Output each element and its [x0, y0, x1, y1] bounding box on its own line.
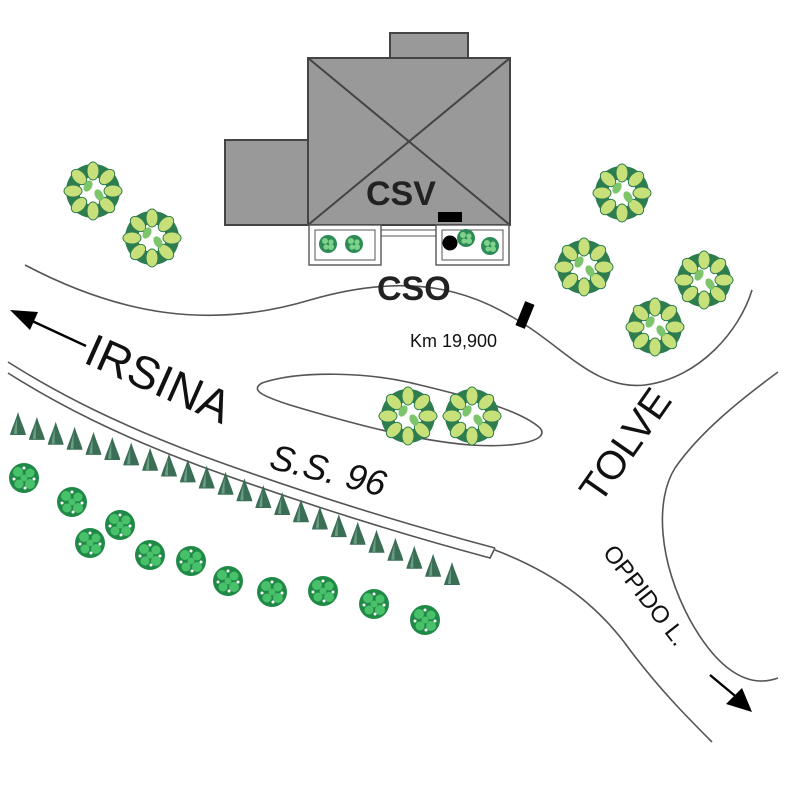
conifer-icon: [85, 431, 102, 455]
road-south-edge: [494, 549, 713, 743]
arrow-icon: [10, 310, 87, 348]
conifer-icon: [236, 478, 253, 502]
deciduous-tree-icon: [122, 208, 182, 268]
conifer-icon: [425, 553, 442, 577]
conifer-icon: [349, 521, 366, 545]
deciduous-tree-icon: [442, 386, 502, 446]
small-tree-icon: [457, 229, 475, 247]
station-bar-icon: [438, 212, 462, 222]
deciduous-tree-icon: [554, 237, 614, 297]
label-road-name: S.S. 96: [266, 436, 391, 505]
label-km: Km 19,900: [410, 331, 497, 351]
road-north-edge: [24, 264, 753, 387]
traffic-island: [256, 373, 543, 447]
arrow-icon: [709, 674, 752, 712]
label-tolve: TOLVE: [571, 381, 680, 511]
guardrail-inner: [7, 372, 496, 559]
small-tree-icon: [105, 510, 135, 540]
conifer-icon: [387, 537, 404, 561]
small-tree-icon: [75, 528, 105, 558]
small-tree-icon: [213, 566, 243, 596]
conifer-icon: [255, 485, 272, 508]
small-tree-icon: [176, 546, 206, 576]
deciduous-tree-icon: [674, 250, 734, 310]
small-tree-icon: [57, 487, 87, 517]
conifer-icon: [330, 514, 347, 538]
small-tree-icon: [9, 463, 39, 493]
small-tree-icon: [345, 235, 363, 253]
building-complex: [224, 32, 511, 226]
conifer-icon: [274, 492, 291, 515]
small-tree-icon: [135, 540, 165, 570]
conifer-icon: [47, 421, 64, 445]
conifer-icon: [142, 447, 159, 471]
conifer-icon: [28, 416, 45, 440]
label-csv: CSV: [366, 175, 436, 213]
conifer-icon: [66, 426, 83, 450]
small-tree-icon: [359, 589, 389, 619]
deciduous-tree-icon: [592, 163, 652, 223]
km-marker-icon: [515, 301, 535, 329]
small-tree-icon: [308, 576, 338, 606]
station-dot-icon: [442, 235, 458, 251]
conifer-icon: [368, 529, 385, 553]
label-irsina: IRSINA: [78, 324, 240, 434]
small-tree-icon: [257, 577, 287, 607]
conifer-icon: [10, 412, 26, 435]
guardrail-outer: [7, 361, 496, 549]
small-tree-icon: [319, 235, 337, 253]
road-tolve-edge: [661, 371, 779, 682]
conifer-icon: [217, 471, 234, 495]
small-tree-icon: [410, 605, 440, 635]
small-tree-icon: [481, 237, 499, 255]
label-cso: CSO: [377, 270, 451, 308]
conifer-icon: [444, 562, 460, 585]
conifer-icon: [104, 437, 121, 460]
conifer-icon: [198, 465, 215, 489]
conifer-icon: [406, 545, 423, 569]
deciduous-tree-icon: [63, 161, 123, 221]
deciduous-tree-icon: [378, 386, 438, 446]
conifer-icon: [123, 442, 140, 466]
deciduous-tree-icon: [625, 297, 685, 357]
